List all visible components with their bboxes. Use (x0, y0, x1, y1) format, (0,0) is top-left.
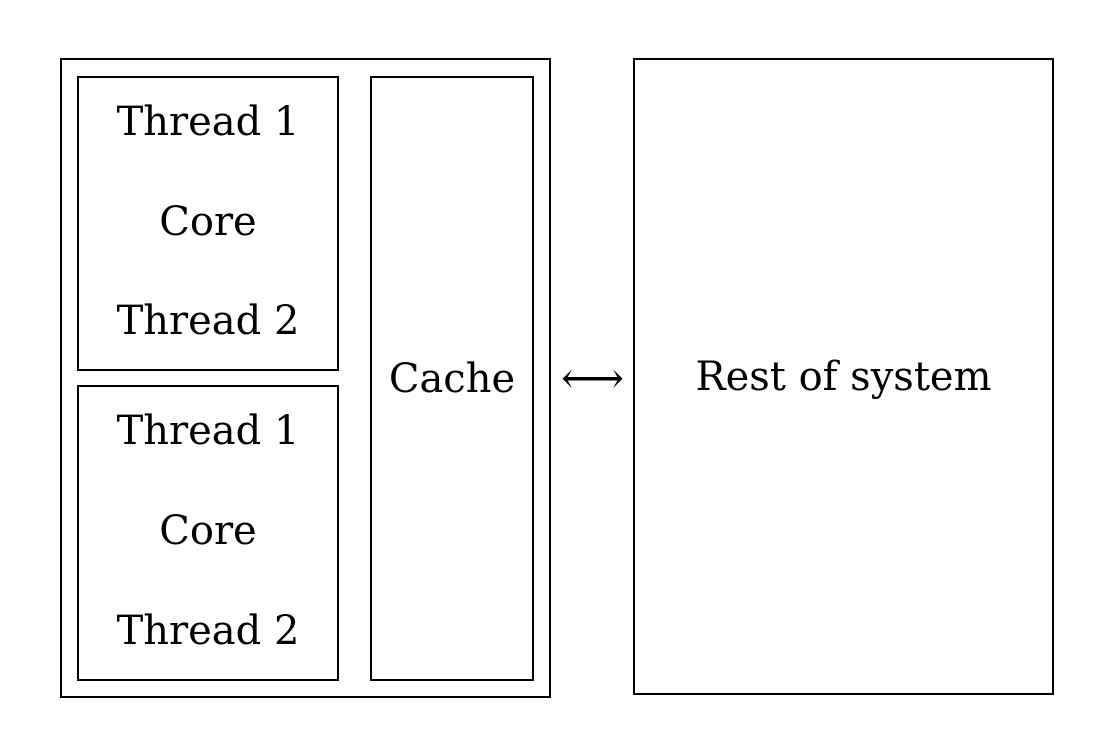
core-2-thread-2-label: Thread 2 (116, 608, 300, 654)
core-1-box[interactable]: Thread 1 Core Thread 2 (77, 76, 339, 371)
core-2-core-label: Core (159, 508, 257, 554)
rest-of-system-box[interactable]: Rest of system (633, 58, 1054, 695)
core-1-thread-1-label: Thread 1 (116, 99, 300, 145)
core-2-thread-1-label: Thread 1 (116, 408, 300, 454)
cache-box[interactable]: Cache (370, 76, 534, 681)
core-2-box[interactable]: Thread 1 Core Thread 2 (77, 385, 339, 681)
rest-of-system-label: Rest of system (695, 353, 992, 400)
cache-label: Cache (388, 355, 516, 402)
core-1-thread-2-label: Thread 2 (116, 298, 300, 344)
bidirectional-arrow-icon: ⟷ (560, 353, 625, 404)
core-1-core-label: Core (159, 198, 257, 245)
